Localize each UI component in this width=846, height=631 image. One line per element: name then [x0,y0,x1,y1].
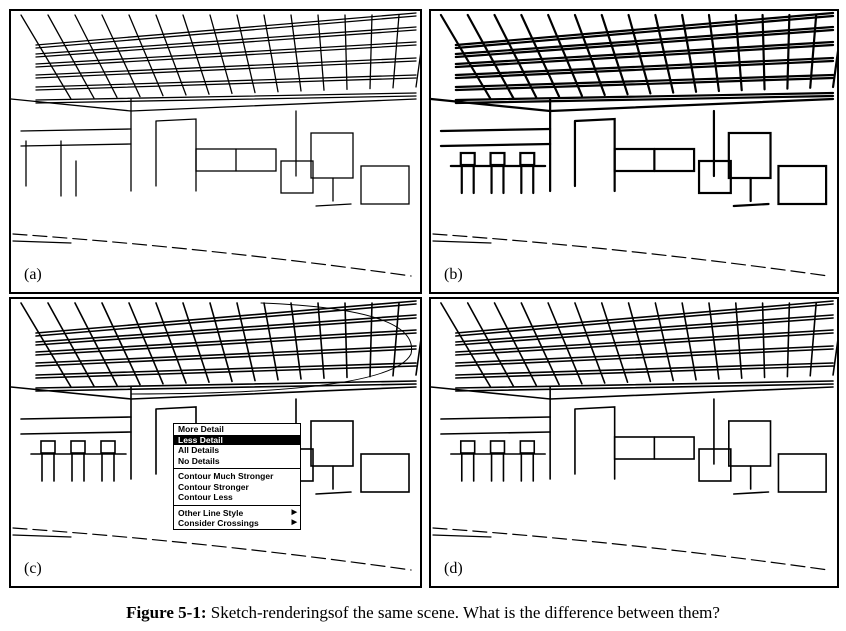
menu-item-contour-much-stronger[interactable]: Contour Much Stronger [178,471,274,481]
sketch-panel-c: More Detail Less Detail All Details No D… [9,297,422,588]
menu-item-all-details[interactable]: All Details [178,445,220,455]
sketch-panel-b: (b) [429,9,839,294]
panel-label-b: (b) [444,266,463,283]
sketch-rendering-c [11,300,420,571]
caption-text: Sketch-renderingsof the same scene. What… [210,603,720,622]
figure-caption: Figure 5-1: Sketch-renderingsof the same… [0,603,846,623]
menu-item-contour-stronger[interactable]: Contour Stronger [178,481,249,492]
sketch-panel-d: (d) [429,297,839,588]
panel-label-c: (c) [24,560,42,577]
submenu-arrow-icon: ▶ [291,508,297,516]
panel-label-d: (d) [444,560,463,577]
menu-item-no-details[interactable]: No Details [178,455,220,466]
menu-item-other-line-style[interactable]: Other Line Style▶ [178,507,297,518]
panel-label-a: (a) [24,266,42,283]
submenu-arrow-icon: ▶ [291,519,297,526]
sketch-rendering-a [11,12,420,277]
sketch-rendering-d [431,300,837,571]
sketch-panel-a: (a) [9,9,422,294]
menu-item-more-detail[interactable]: More Detail [178,424,224,434]
menu-item-contour-less[interactable]: Contour Less [178,492,233,502]
menu-separator [174,504,300,506]
menu-item-less-detail[interactable]: Less Detail [174,434,300,445]
menu-separator [174,468,300,469]
context-menu: More Detail Less Detail All Details No D… [173,423,301,530]
sketch-rendering-b [431,11,837,277]
menu-item-consider-crossings[interactable]: Consider Crossings▶ [178,518,297,528]
figure-label: Figure 5-1: [126,603,207,622]
